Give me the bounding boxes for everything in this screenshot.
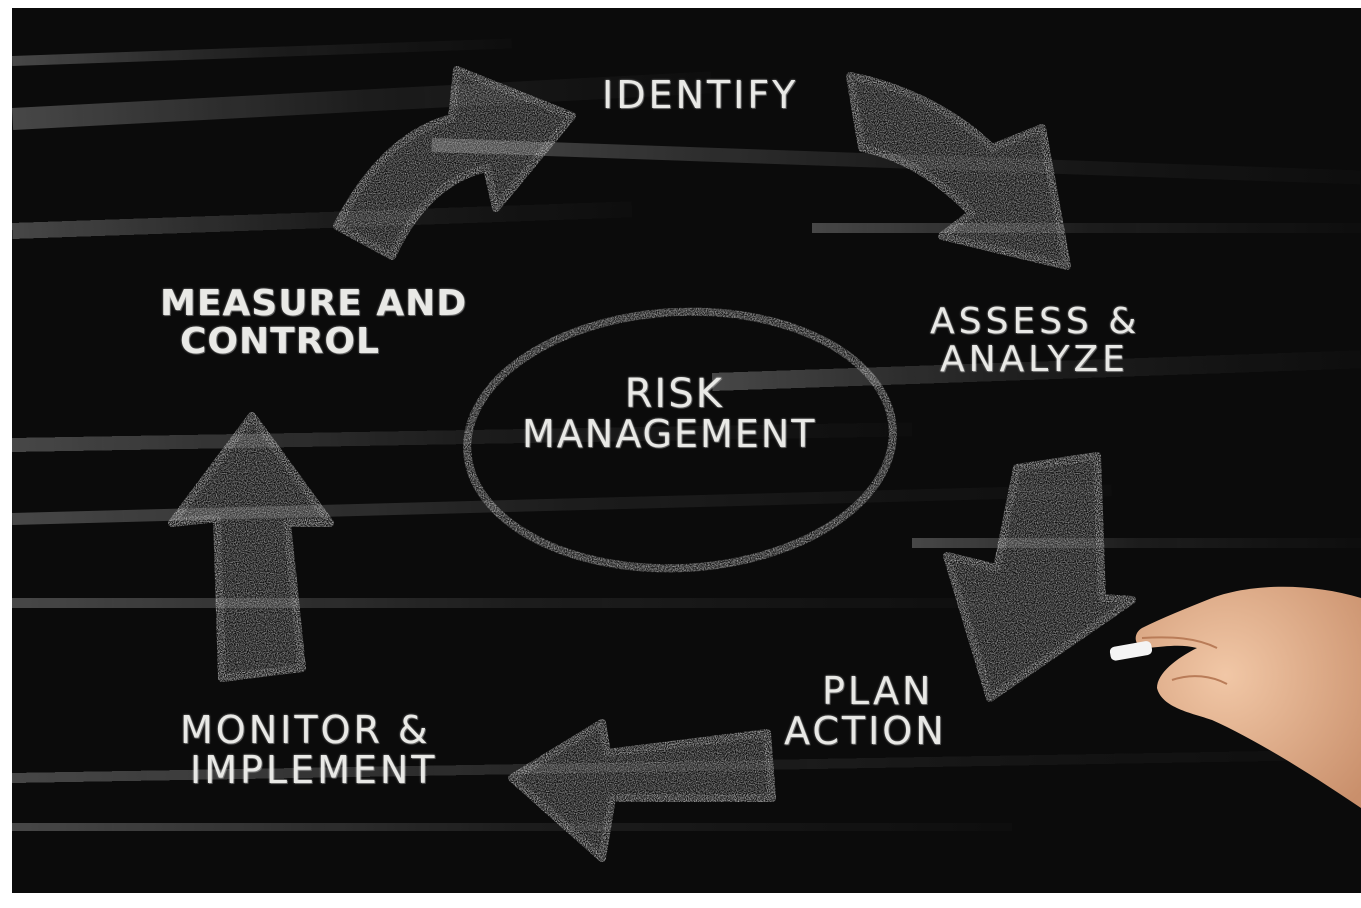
chalk-drawing [12,38,1361,862]
monitor-line1: MONITOR & [180,708,431,752]
arrow-identify-to-assess [846,72,1071,270]
plan-line1: PLAN [822,669,934,713]
arrow-monitor-to-measure [168,412,334,682]
center-title: RISK MANAGEMENT [522,373,816,455]
arrow-measure-to-identify [333,66,576,260]
assess-line1: ASSESS & [930,301,1141,342]
measure-line2: CONTROL [180,320,380,362]
step-plan-action: PLAN ACTION [784,669,947,753]
assess-line2: ANALYZE [940,338,1129,380]
monitor-line2: IMPLEMENT [190,747,438,792]
center-ellipse [463,307,897,573]
plan-line2: ACTION [784,708,947,753]
center-line1: RISK [624,371,724,417]
center-line2: MANAGEMENT [522,412,817,456]
step-assess-analyze: ASSESS & ANALYZE [930,303,1140,379]
hand-with-chalk [1109,586,1361,808]
step-identify: IDENTIFY [602,73,799,117]
arrow-plan-to-monitor [508,719,776,862]
chalkboard: IDENTIFY ASSESS & ANALYZE PLAN ACTION MO… [12,8,1361,893]
step-measure-control: MEASURE AND CONTROL [160,285,467,361]
identify-text: IDENTIFY [602,73,799,117]
arrow-assess-to-plan [943,452,1136,702]
step-monitor-implement: MONITOR & IMPLEMENT [180,708,438,792]
measure-line1: MEASURE AND [160,283,468,324]
